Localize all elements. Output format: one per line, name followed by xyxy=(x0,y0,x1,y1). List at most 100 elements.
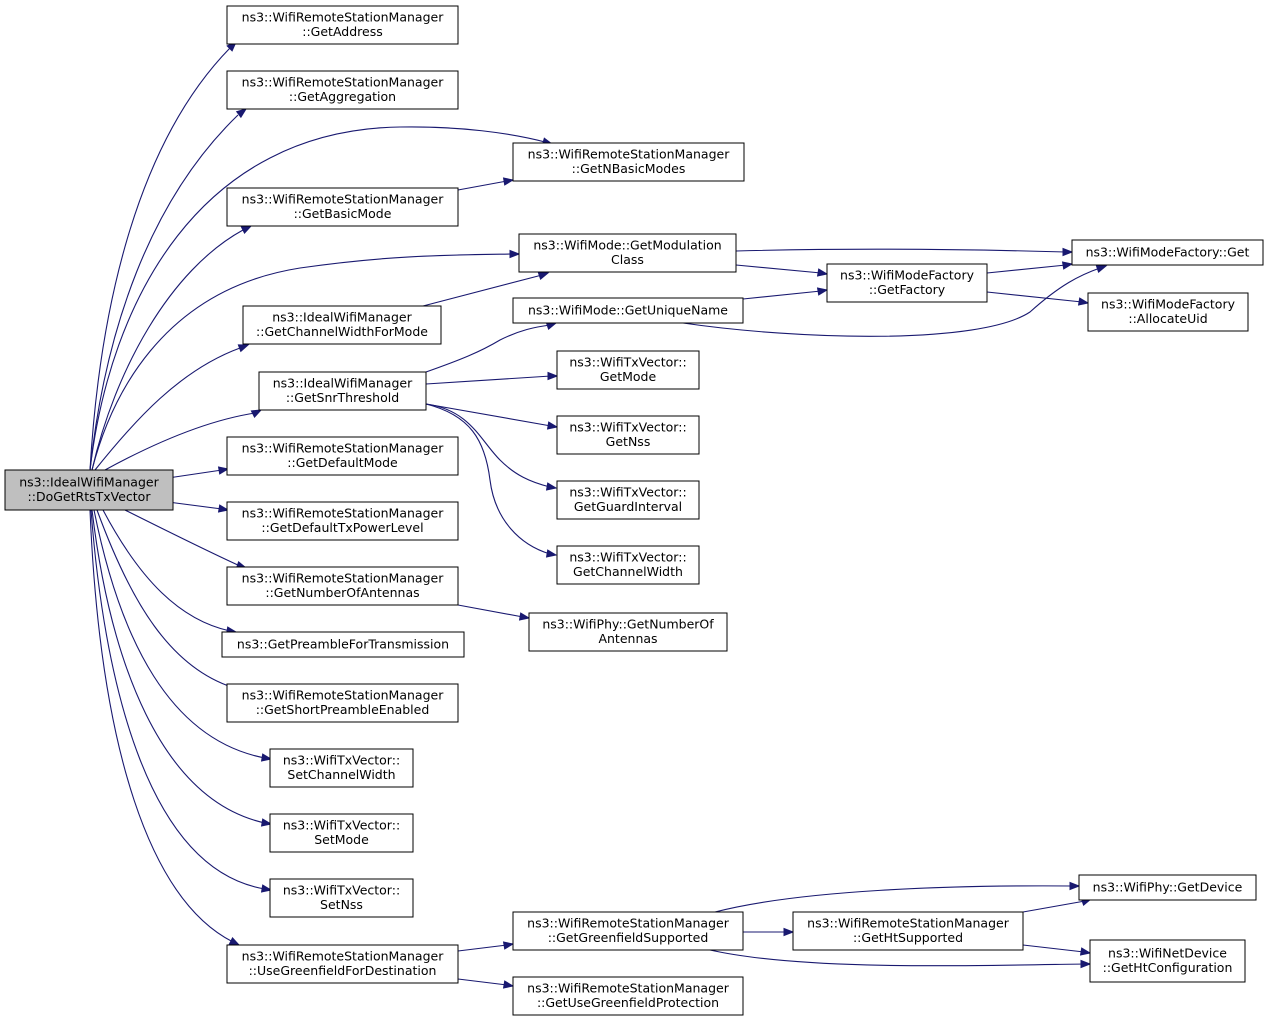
node-getUseGreenfieldProtection[interactable]: ns3::WifiRemoteStationManager::GetUseGre… xyxy=(512,976,744,1016)
node-label-line: ns3::WifiRemoteStationManager xyxy=(527,916,730,931)
node-box[interactable] xyxy=(4,469,174,511)
node-box[interactable] xyxy=(1078,874,1257,901)
node-box[interactable] xyxy=(556,350,700,390)
node-box[interactable] xyxy=(826,263,988,303)
node-label-line: ns3::WifiTxVector:: xyxy=(283,883,400,898)
arrowhead-icon xyxy=(502,980,515,989)
edge-line xyxy=(425,403,551,555)
edge-root-to-getBasicMode xyxy=(91,225,253,471)
node-txSetMode[interactable]: ns3::WifiTxVector::SetMode xyxy=(269,813,414,853)
node-box[interactable] xyxy=(512,911,744,951)
node-getPreamble[interactable]: ns3::GetPreambleForTransmission xyxy=(221,631,465,658)
node-label-line: ::GetAddress xyxy=(302,24,382,39)
edge-useGreenfield-to-getUseGreenfieldProtection xyxy=(457,978,515,989)
node-txSetChannelWidth[interactable]: ns3::WifiTxVector::SetChannelWidth xyxy=(269,748,414,788)
node-txGetGuardInterval[interactable]: ns3::WifiTxVector::GetGuardInterval xyxy=(556,480,700,520)
node-box[interactable] xyxy=(226,683,459,723)
edge-getChannelWidthForMode-to-getModulationClass xyxy=(422,271,550,307)
node-label-line: ::GetHtConfiguration xyxy=(1103,960,1233,975)
node-box[interactable] xyxy=(226,501,459,541)
arrowhead-icon xyxy=(502,941,515,950)
node-getAggregation[interactable]: ns3::WifiRemoteStationManager::GetAggreg… xyxy=(226,70,459,110)
node-box[interactable] xyxy=(518,233,737,273)
node-box[interactable] xyxy=(1071,239,1264,266)
edge-line xyxy=(104,412,256,471)
node-label-line: ns3::WifiTxVector:: xyxy=(569,420,686,435)
node-box[interactable] xyxy=(226,436,459,476)
node-txGetNss[interactable]: ns3::WifiTxVector::GetNss xyxy=(556,415,700,455)
edge-line xyxy=(735,248,1067,253)
node-getNBasicModes[interactable]: ns3::WifiRemoteStationManager::GetNBasic… xyxy=(512,142,745,182)
node-getHtConfiguration[interactable]: ns3::WifiNetDevice::GetHtConfiguration xyxy=(1089,939,1246,983)
edge-root-to-getDefaultMode xyxy=(167,466,230,479)
arrowhead-icon xyxy=(545,549,558,558)
node-box[interactable] xyxy=(512,142,745,182)
node-box[interactable] xyxy=(556,480,700,520)
node-modeFactoryGet[interactable]: ns3::WifiModeFactory::Get xyxy=(1071,239,1264,266)
edge-root-to-getChannelWidthForMode xyxy=(94,344,250,471)
node-getShortPreamble[interactable]: ns3::WifiRemoteStationManager::GetShortP… xyxy=(226,683,459,723)
node-box[interactable] xyxy=(226,566,459,606)
node-useGreenfield[interactable]: ns3::WifiRemoteStationManager::UseGreenf… xyxy=(226,944,459,984)
node-box[interactable] xyxy=(226,5,459,45)
node-box[interactable] xyxy=(242,305,442,345)
node-box[interactable] xyxy=(512,976,744,1016)
node-getNumberOfAntennas[interactable]: ns3::WifiRemoteStationManager::GetNumber… xyxy=(226,566,459,606)
arrowhead-icon xyxy=(217,504,230,513)
node-label-line: ::GetDefaultMode xyxy=(287,455,398,470)
node-getGreenfieldSupported[interactable]: ns3::WifiRemoteStationManager::GetGreenf… xyxy=(512,911,744,951)
node-box[interactable] xyxy=(226,70,459,110)
node-box[interactable] xyxy=(528,612,728,652)
nodes-layer: ns3::IdealWifiManager::DoGetRtsTxVectorn… xyxy=(4,5,1264,1016)
node-box[interactable] xyxy=(269,748,414,788)
node-txGetChannelWidth[interactable]: ns3::WifiTxVector::GetChannelWidth xyxy=(556,545,700,585)
node-getDefaultMode[interactable]: ns3::WifiRemoteStationManager::GetDefaul… xyxy=(226,436,459,476)
node-box[interactable] xyxy=(269,813,414,853)
edge-getSnrThreshold-to-txGetChannelWidth xyxy=(425,403,558,558)
edge-root-to-getSnrThreshold xyxy=(104,409,263,471)
node-phyGetNumberOfAntennas[interactable]: ns3::WifiPhy::GetNumberOfAntennas xyxy=(528,612,728,652)
node-label-line: ::GetChannelWidthForMode xyxy=(256,324,428,339)
node-box[interactable] xyxy=(269,878,414,918)
node-txGetMode[interactable]: ns3::WifiTxVector::GetMode xyxy=(556,350,700,390)
node-getUniqueName[interactable]: ns3::WifiMode::GetUniqueName xyxy=(512,297,744,324)
node-getChannelWidthForMode[interactable]: ns3::IdealWifiManager::GetChannelWidthFo… xyxy=(242,305,442,345)
edge-root-to-getDefaultTxPowerLevel xyxy=(167,501,230,513)
arrowhead-icon xyxy=(518,612,531,621)
node-box[interactable] xyxy=(556,545,700,585)
node-box[interactable] xyxy=(512,297,744,324)
node-getFactory[interactable]: ns3::WifiModeFactory::GetFactory xyxy=(826,263,988,303)
node-box[interactable] xyxy=(226,187,459,227)
edge-line xyxy=(89,126,546,471)
edge-line xyxy=(709,949,1085,967)
node-box[interactable] xyxy=(226,944,459,984)
node-getSnrThreshold[interactable]: ns3::IdealWifiManager::GetSnrThreshold xyxy=(258,371,427,411)
node-box[interactable] xyxy=(1087,292,1249,332)
node-getAddress[interactable]: ns3::WifiRemoteStationManager::GetAddres… xyxy=(226,5,459,45)
node-label-line: ns3::IdealWifiManager xyxy=(19,475,159,490)
node-box[interactable] xyxy=(792,911,1024,951)
node-label-line: ::GetSnrThreshold xyxy=(286,390,399,405)
node-box[interactable] xyxy=(221,631,465,658)
node-phyGetDevice[interactable]: ns3::WifiPhy::GetDevice xyxy=(1078,874,1257,901)
arrowhead-icon xyxy=(217,466,230,475)
edge-getSnrThreshold-to-txGetGuardInterval xyxy=(425,403,558,491)
edge-getGreenfieldSupported-to-getHtSupported xyxy=(743,927,795,937)
edge-getHtSupported-to-phyGetDevice xyxy=(1022,897,1093,913)
node-label-line: ns3::WifiPhy::GetNumberOf xyxy=(542,617,714,632)
node-box[interactable] xyxy=(1089,939,1246,983)
node-box[interactable] xyxy=(258,371,427,411)
node-label-line: ::GetAggregation xyxy=(289,89,396,104)
node-getHtSupported[interactable]: ns3::WifiRemoteStationManager::GetHtSupp… xyxy=(792,911,1024,951)
edge-getBasicMode-to-getNBasicModes xyxy=(457,177,515,191)
node-txSetNss[interactable]: ns3::WifiTxVector::SetNss xyxy=(269,878,414,918)
node-label-line: GetChannelWidth xyxy=(573,564,683,579)
node-getBasicMode[interactable]: ns3::WifiRemoteStationManager::GetBasicM… xyxy=(226,187,459,227)
node-allocateUid[interactable]: ns3::WifiModeFactory::AllocateUid xyxy=(1087,292,1249,332)
node-root[interactable]: ns3::IdealWifiManager::DoGetRtsTxVector xyxy=(4,469,174,511)
edge-line xyxy=(742,290,822,300)
node-label-line: ns3::WifiRemoteStationManager xyxy=(242,571,445,586)
node-box[interactable] xyxy=(556,415,700,455)
node-getDefaultTxPowerLevel[interactable]: ns3::WifiRemoteStationManager::GetDefaul… xyxy=(226,501,459,541)
